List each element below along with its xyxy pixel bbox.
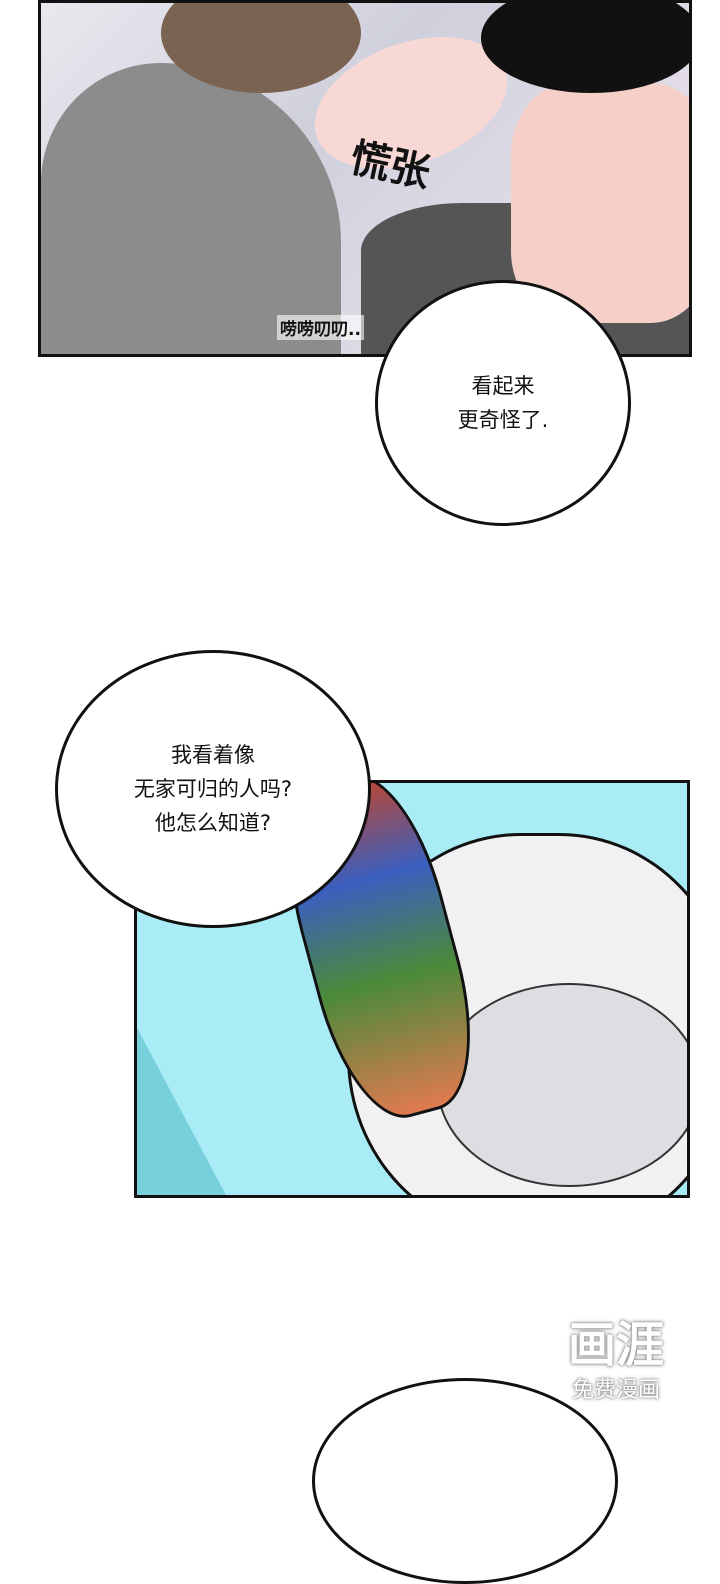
bubble-line: 更奇怪了.: [457, 408, 549, 432]
speech-bubble-3-partial: [312, 1378, 618, 1584]
bubble-line: 他怎么知道?: [154, 811, 272, 835]
bubble-line: 无家可归的人吗?: [133, 777, 293, 801]
right-character-neck: [511, 83, 689, 323]
watermark: 画涯 免费漫画: [568, 1318, 664, 1404]
comic-panel-characters: 慌张 唠唠叨叨..: [38, 0, 692, 357]
left-character-jacket: [41, 63, 341, 354]
watermark-logo: 画涯: [568, 1317, 665, 1373]
cup-inner: [437, 983, 687, 1187]
right-character-hair: [481, 3, 689, 93]
table-edge: [137, 935, 276, 1195]
bubble-line: 我看着像: [171, 743, 255, 767]
speech-bubble-2: 我看着像 无家可归的人吗? 他怎么知道?: [55, 650, 371, 928]
comic-panel-cup: [134, 780, 690, 1198]
bubble-line: 看起来: [471, 374, 535, 398]
mutter-text: 唠唠叨叨..: [277, 315, 364, 340]
watermark-tagline: 免费漫画: [572, 1378, 661, 1403]
speech-bubble-1: 看起来 更奇怪了.: [375, 280, 631, 526]
